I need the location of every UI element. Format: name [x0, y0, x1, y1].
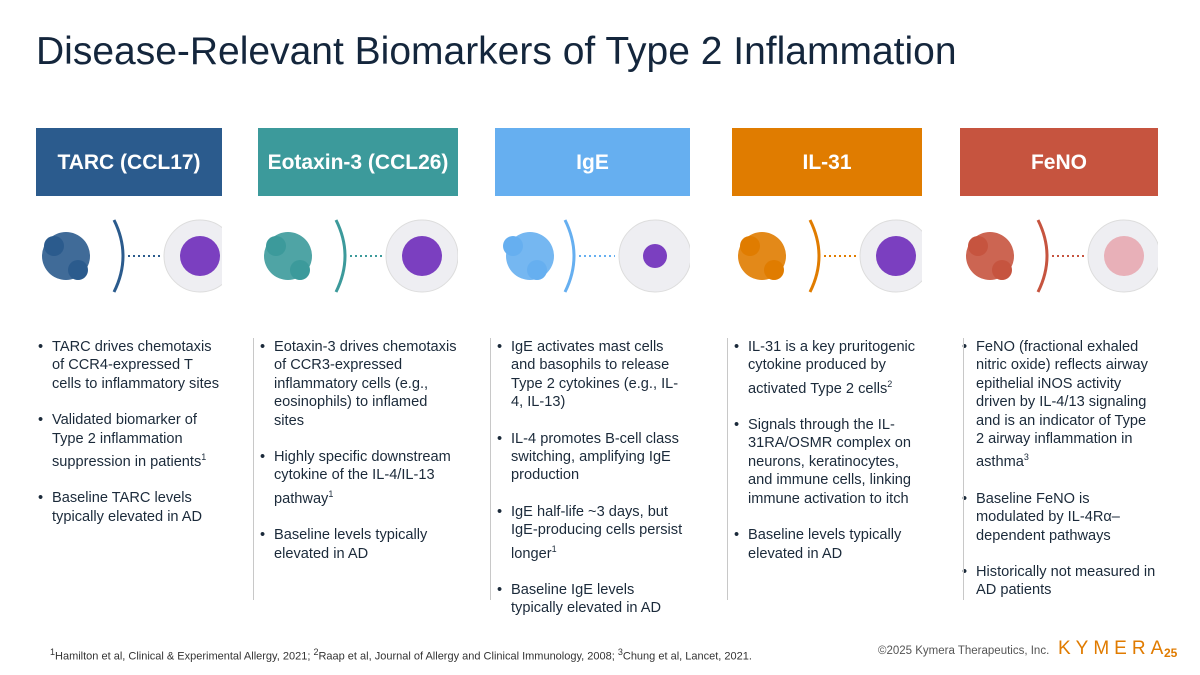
bracket-icon — [563, 219, 576, 293]
molecule-icon — [966, 232, 1014, 280]
illustration-feno — [960, 196, 1158, 306]
bullet-item: IL-4 promotes B-cell class switching, am… — [495, 430, 690, 485]
bullet-item: Highly specific downstream cytokine of t… — [258, 448, 458, 508]
divider — [490, 338, 491, 600]
illustration-tarc — [36, 196, 222, 306]
bullet-item: IL-31 is a key pruritogenic cytokine pro… — [732, 338, 922, 398]
page-number: 25 — [1164, 646, 1178, 660]
cell-icon — [618, 219, 690, 293]
biomarker-column-ige: IgE IgE activates mast cells and basophi… — [495, 128, 690, 636]
biomarker-column-il31: IL-31 IL-31 is a key pruritogenic cytoki… — [732, 128, 922, 581]
biomarker-column-tarc: TARC (CCL17) TARC drives chemotaxis of C… — [36, 128, 222, 544]
molecule-icon — [264, 232, 312, 280]
bullet-item: Baseline FeNO is modulated by IL-4Rα–dep… — [960, 490, 1158, 545]
biomarker-column-eotaxin: Eotaxin-3 (CCL26) Eotaxin-3 drives chemo… — [258, 128, 458, 581]
bullet-list: Eotaxin-3 drives chemotaxis of CCR3-expr… — [258, 338, 458, 563]
bullet-item: FeNO (fractional exhaled nitric oxide) r… — [960, 338, 1158, 472]
bullet-item: Validated biomarker of Type 2 inflammati… — [36, 411, 222, 471]
divider — [963, 338, 964, 600]
illustration-il31 — [732, 196, 922, 306]
biomarker-column-feno: FeNO FeNO (fractional exhaled nitric oxi… — [960, 128, 1158, 618]
cell-icon — [163, 219, 222, 293]
header-il31: IL-31 — [732, 128, 922, 196]
kymera-logo: KYMERA — [1058, 638, 1169, 659]
bullet-item: IgE half-life ~3 days, but IgE-producing… — [495, 503, 690, 563]
cell-icon — [859, 219, 922, 293]
bracket-icon — [334, 219, 347, 293]
cell-icon — [385, 219, 458, 293]
bracket-icon — [808, 219, 821, 293]
bullet-item: Baseline IgE levels typically elevated i… — [495, 581, 690, 618]
bullet-list: FeNO (fractional exhaled nitric oxide) r… — [960, 338, 1158, 600]
divider — [727, 338, 728, 600]
bullet-item: TARC drives chemotaxis of CCR4-expressed… — [36, 338, 222, 393]
bullet-item: Baseline TARC levels typically elevated … — [36, 489, 222, 526]
bullet-list: TARC drives chemotaxis of CCR4-expressed… — [36, 338, 222, 526]
bullet-list: IL-31 is a key pruritogenic cytokine pro… — [732, 338, 922, 563]
cell-icon — [1087, 219, 1158, 293]
header-ige: IgE — [495, 128, 690, 196]
header-feno: FeNO — [960, 128, 1158, 196]
molecule-icon — [503, 232, 554, 280]
page-title: Disease-Relevant Biomarkers of Type 2 In… — [36, 30, 957, 73]
bullet-item: Baseline levels typically elevated in AD — [732, 526, 922, 563]
bullet-item: IgE activates mast cells and basophils t… — [495, 338, 690, 412]
header-tarc: TARC (CCL17) — [36, 128, 222, 196]
bullet-list: IgE activates mast cells and basophils t… — [495, 338, 690, 618]
bracket-icon — [112, 219, 125, 293]
illustration-eotaxin — [258, 196, 458, 306]
copyright: ©2025 Kymera Therapeutics, Inc. — [878, 645, 1050, 657]
bracket-icon — [1036, 219, 1049, 293]
footnote: 1Hamilton et al, Clinical & Experimental… — [50, 647, 752, 663]
bullet-item: Historically not measured in AD patients — [960, 563, 1158, 600]
header-eotaxin: Eotaxin-3 (CCL26) — [258, 128, 458, 196]
molecule-icon — [42, 232, 90, 280]
illustration-ige — [495, 196, 690, 306]
bullet-item: Signals through the IL-31RA/OSMR complex… — [732, 416, 922, 508]
divider — [253, 338, 254, 600]
bullet-item: Baseline levels typically elevated in AD — [258, 526, 458, 563]
bullet-item: Eotaxin-3 drives chemotaxis of CCR3-expr… — [258, 338, 458, 430]
molecule-icon — [738, 232, 786, 280]
